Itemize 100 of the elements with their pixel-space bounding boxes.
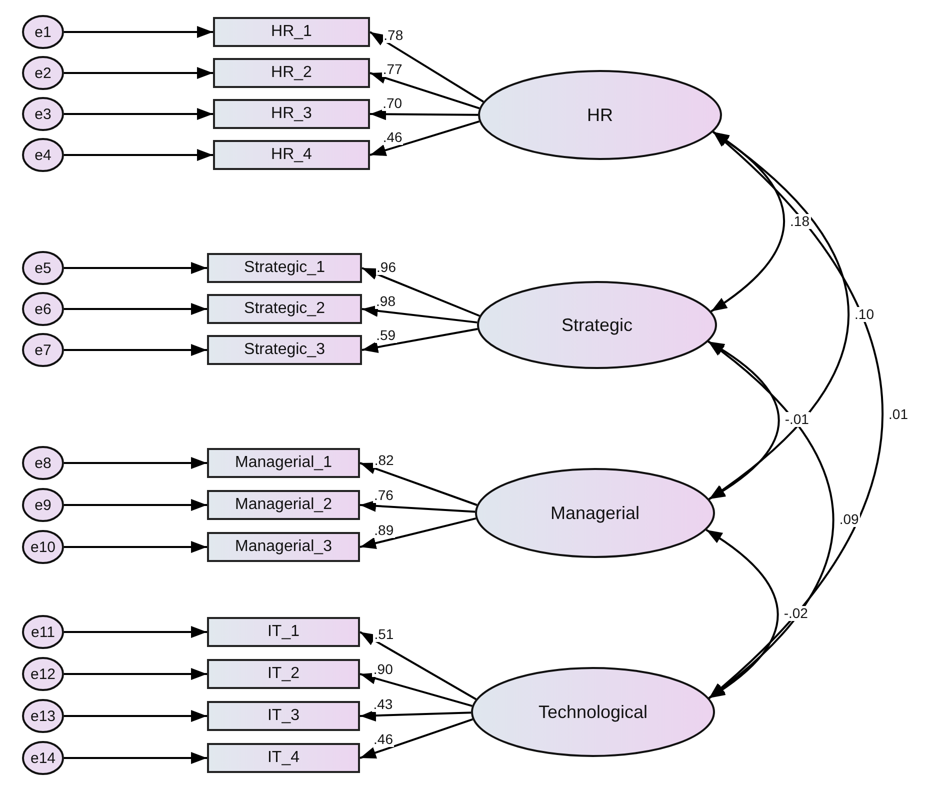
path-arrow [64, 303, 207, 315]
variable-name: Strategic_3 [244, 341, 325, 359]
variable-name: Managerial_2 [235, 496, 332, 514]
variable-name: e13 [30, 708, 56, 724]
variable-name: HR_2 [271, 64, 312, 82]
variable-name: Managerial [550, 502, 640, 524]
variable-name: e10 [30, 538, 56, 556]
path-arrow [64, 541, 207, 553]
path-arrow [370, 120, 480, 156]
path-arrow [370, 72, 480, 110]
edge-label: .89 [373, 523, 395, 538]
covariance-arrow [708, 340, 780, 500]
error-term-circle [22, 530, 64, 564]
variable-name: HR_1 [271, 23, 312, 41]
error-term-circle [22, 488, 64, 522]
edge-label: .46 [372, 732, 394, 748]
path-arrow [360, 517, 476, 549]
observed-variable-box [207, 743, 360, 773]
path-arrow [64, 149, 213, 161]
variable-name: Strategic_1 [244, 259, 325, 277]
observed-variable-box [207, 532, 360, 562]
path-arrow [369, 31, 484, 103]
edge-label: .76 [373, 488, 394, 504]
path-arrow [64, 457, 207, 469]
latent-variable-ellipse [478, 70, 722, 160]
error-term-circle [22, 251, 64, 285]
variable-name: IT_3 [267, 707, 300, 725]
variable-name: e3 [34, 106, 52, 122]
observed-variable-box [213, 17, 370, 47]
observed-variable-box [213, 99, 370, 129]
variable-name: e12 [30, 666, 56, 682]
latent-variable-ellipse [471, 667, 715, 757]
path-arrow [360, 500, 476, 513]
error-term-circle [22, 138, 64, 172]
error-term-circle [22, 741, 64, 775]
edge-label: .98 [375, 294, 396, 309]
covariance-arrow [706, 529, 779, 699]
path-arrow [370, 108, 478, 120]
observed-variable-box [207, 294, 362, 324]
path-arrow [64, 626, 207, 638]
edge-label: .01 [888, 406, 909, 422]
covariance-arrow [708, 340, 834, 699]
observed-variable-box [207, 490, 360, 520]
error-term-circle [22, 615, 64, 649]
observed-variable-box [207, 335, 362, 365]
observed-variable-box [213, 58, 370, 88]
observed-variable-box [207, 253, 362, 283]
error-term-circle [22, 15, 64, 49]
path-arrow [360, 718, 473, 759]
edge-label: -.01 [784, 412, 810, 428]
variable-name: HR_3 [271, 105, 312, 123]
error-term-circle [22, 657, 64, 691]
latent-variable-ellipse [477, 281, 717, 369]
edge-label: .90 [372, 662, 394, 678]
error-term-circle [22, 446, 64, 480]
edge-label: .96 [376, 260, 397, 275]
error-term-circle [22, 333, 64, 367]
variable-name: e4 [34, 146, 52, 164]
variable-name: Managerial_1 [235, 454, 332, 472]
variable-name: e8 [34, 454, 52, 472]
observed-variable-box [207, 617, 360, 647]
path-arrow [64, 26, 213, 38]
edge-label: .70 [382, 96, 404, 112]
variable-name: e14 [30, 750, 56, 766]
observed-variable-box [207, 659, 360, 689]
path-arrow [362, 267, 480, 317]
path-arrow [64, 344, 207, 356]
covariance-arrow [710, 131, 785, 312]
edge-label: .46 [382, 130, 404, 146]
edge-label: .43 [372, 697, 394, 712]
latent-variable-ellipse [475, 468, 715, 558]
error-term-circle [22, 699, 64, 733]
path-arrow [360, 462, 478, 506]
covariance-arrow [708, 131, 884, 699]
edge-label: .10 [854, 307, 876, 322]
error-term-circle [22, 56, 64, 90]
variable-name: e1 [34, 24, 52, 40]
observed-variable-box [207, 448, 360, 478]
edge-label: .18 [789, 214, 811, 229]
variable-name: HR [587, 104, 613, 126]
edge-label: .59 [375, 328, 397, 343]
variable-name: e11 [31, 624, 55, 640]
path-arrow [64, 710, 207, 722]
edge-label: .77 [382, 62, 404, 78]
path-arrow [64, 668, 207, 680]
variable-name: e7 [34, 342, 52, 358]
path-arrow [64, 67, 213, 79]
path-arrow [362, 304, 478, 324]
path-arrow [360, 672, 472, 707]
path-arrow [360, 710, 472, 722]
path-arrow [64, 262, 207, 274]
path-arrow [64, 108, 213, 120]
variable-name: Managerial_3 [235, 538, 332, 556]
edge-label: .09 [838, 512, 860, 527]
edge-label: .82 [373, 453, 395, 468]
path-arrow [64, 499, 207, 511]
variable-name: IT_4 [267, 749, 300, 767]
variable-name: e9 [34, 496, 52, 514]
path-arrow [64, 752, 207, 764]
variable-name: Strategic [561, 314, 633, 336]
